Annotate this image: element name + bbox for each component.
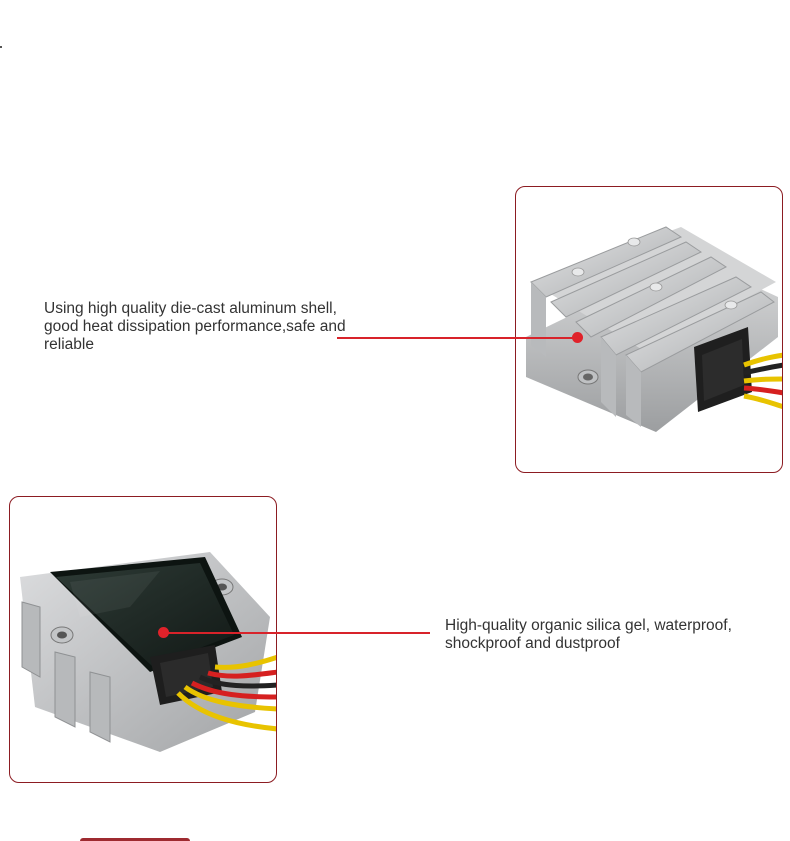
caption-line: reliable bbox=[44, 336, 94, 353]
silica-gel-potting-photo bbox=[20, 552, 276, 752]
caption-line: Using high quality die-cast aluminum she… bbox=[44, 300, 337, 317]
corner-mark bbox=[0, 46, 2, 48]
caption-line: good heat dissipation performance,safe a… bbox=[44, 318, 346, 335]
callout-dot-silica-gel bbox=[158, 627, 169, 638]
aluminum-shell-photo bbox=[526, 226, 782, 432]
caption-line: shockproof and dustproof bbox=[445, 635, 620, 652]
silica-gel-photo-frame bbox=[9, 496, 277, 783]
aluminum-shell-photo-frame bbox=[515, 186, 783, 473]
next-section-edge bbox=[80, 838, 190, 841]
callout-dot-aluminum bbox=[572, 332, 583, 343]
feature-caption-aluminum: Using high quality die-cast aluminum she… bbox=[44, 300, 404, 354]
caption-line: High-quality organic silica gel, waterpr… bbox=[445, 617, 732, 634]
feature-caption-silica-gel: High-quality organic silica gel, waterpr… bbox=[445, 617, 790, 653]
callout-line-aluminum bbox=[337, 337, 578, 339]
callout-line-silica-gel bbox=[163, 632, 430, 634]
